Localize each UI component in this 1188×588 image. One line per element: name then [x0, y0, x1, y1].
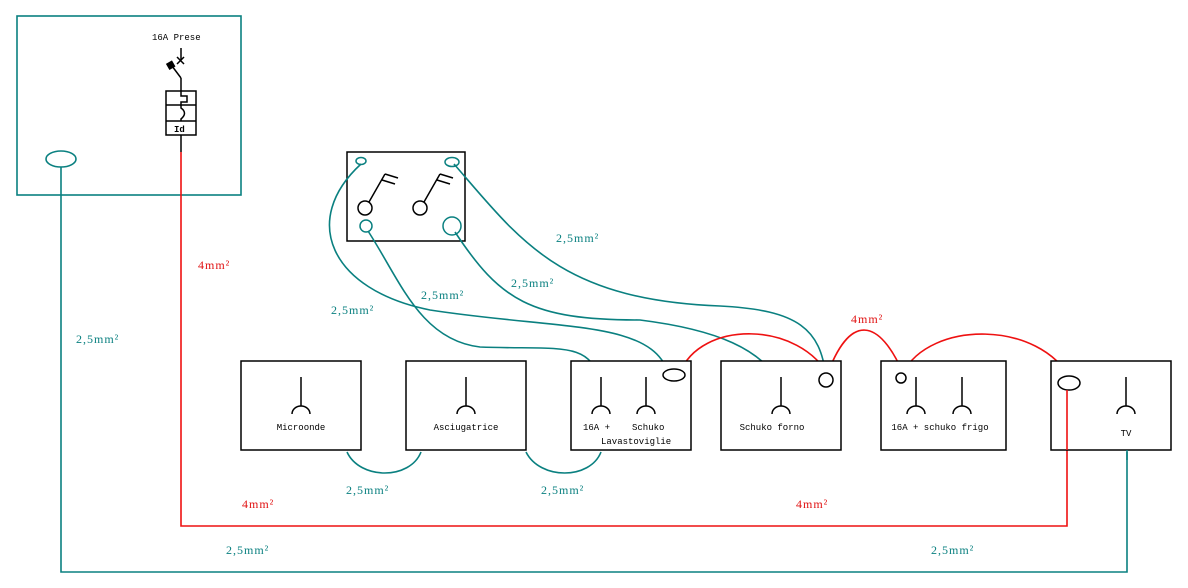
phase-link-wire: [825, 329, 904, 379]
wire-label: 2,5mm²: [511, 276, 554, 290]
socket-label: Lavastoviglie: [601, 437, 671, 447]
switch-terminal: [442, 216, 462, 236]
socket-box-tv: TV: [1050, 360, 1172, 451]
switch-wire: [328, 163, 669, 373]
wire-label: 2,5mm²: [541, 483, 584, 497]
socket-box-forno: Schuko forno: [720, 360, 842, 451]
distribution-panel: [16, 15, 242, 196]
rcd-icon: Id: [165, 90, 197, 152]
socket-box-frigo: 16A + schuko frigo: [880, 360, 1007, 451]
socket-label: TV: [1121, 429, 1132, 439]
neutral-link-wire: [525, 451, 602, 474]
breaker-icon: [165, 48, 185, 91]
switch-wire: [454, 231, 781, 383]
phase-main-wire: [180, 152, 1068, 527]
wire-label: 2,5mm²: [346, 483, 389, 497]
wire-label: 4mm²: [198, 258, 230, 272]
neutral-terminal: [45, 150, 77, 168]
rcd-label: Id: [174, 125, 185, 135]
wire-label: 2,5mm²: [556, 231, 599, 245]
wire-label: 2,5mm²: [421, 288, 464, 302]
socket-label: 16A + schuko frigo: [891, 423, 988, 433]
switch-wire: [367, 230, 601, 383]
socket-label: Schuko: [632, 423, 664, 433]
neutral-link-wire: [346, 451, 422, 474]
switch-wire: [453, 163, 827, 377]
wire-label: 4mm²: [851, 312, 883, 326]
phase-link-wire: [679, 333, 831, 379]
neutral-main-wire: [60, 167, 1128, 573]
wire-label: 2,5mm²: [331, 303, 374, 317]
socket-box-lavastoviglie: 16A + Schuko Lavastoviglie: [570, 360, 692, 451]
switch-icon-2: [412, 173, 454, 216]
wire-label: 4mm²: [796, 497, 828, 511]
wire-label: 2,5mm²: [226, 543, 269, 557]
wire-label: 2,5mm²: [76, 332, 119, 346]
wire-label: 4mm²: [242, 497, 274, 511]
switch-terminal: [444, 156, 460, 168]
double-switch-box: [346, 151, 466, 242]
switch-terminal: [359, 219, 373, 233]
socket-label: 16A +: [583, 423, 610, 433]
socket-box-microonde: Microonde: [240, 360, 362, 451]
socket-label: Asciugatrice: [434, 423, 499, 433]
breaker-label: 16A Prese: [152, 33, 201, 43]
socket-label: Microonde: [277, 423, 326, 433]
socket-label: Schuko forno: [740, 423, 805, 433]
socket-box-asciugatrice: Asciugatrice: [405, 360, 527, 451]
switch-icon-1: [357, 173, 399, 216]
wire-label: 2,5mm²: [931, 543, 974, 557]
